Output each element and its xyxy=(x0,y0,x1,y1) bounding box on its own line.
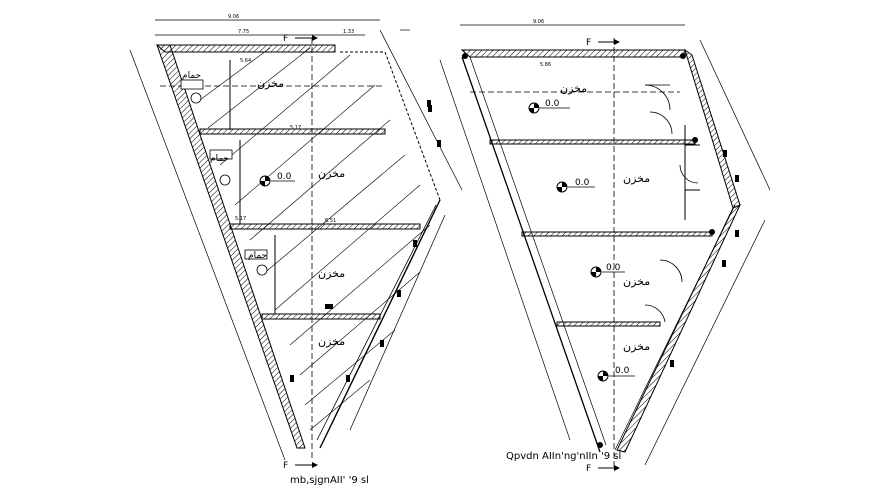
level-marker-icon xyxy=(597,370,609,382)
left-bath-label-1: حمام xyxy=(182,71,201,81)
left-plan-dimension-ticks xyxy=(290,105,441,382)
left-bath-label-2: حمام xyxy=(210,154,229,164)
left-dim-top-b: 1.33 xyxy=(343,29,354,35)
level-marker-icon xyxy=(590,266,602,278)
left-dim-top-total: 9.06 xyxy=(228,14,239,20)
right-room-label-3: مخزن xyxy=(623,275,650,288)
right-level-value-4: 0.0 xyxy=(615,366,630,376)
right-plan-walls xyxy=(460,48,742,453)
left-room-label-3: مخزن xyxy=(318,267,345,280)
left-dim-inner-a: 5.64 xyxy=(240,58,251,64)
sink-icon xyxy=(180,79,204,90)
left-plan-section-marker-bottom: F xyxy=(283,461,318,471)
left-room-label-4: مخزن xyxy=(318,335,345,348)
right-section-label-bottom: F xyxy=(586,464,591,474)
door-swing-icon xyxy=(644,304,666,323)
right-room-label-2: مخزن xyxy=(623,172,650,185)
left-plan-dimensions xyxy=(129,19,463,461)
right-room-label-1: مخزن xyxy=(560,82,587,95)
right-plan-wall-junctions xyxy=(462,53,715,448)
toilet-icon xyxy=(256,264,268,276)
level-marker-icon xyxy=(528,102,540,114)
left-section-label-bottom: F xyxy=(283,461,288,471)
right-plan-section-marker-bottom: F xyxy=(586,464,620,474)
right-plan-caption: Qpvdn AIIn'ng'nIIn '9 sl xyxy=(506,451,621,462)
level-marker-icon xyxy=(556,181,568,193)
door-swing-icon xyxy=(679,164,699,184)
left-plan-partitions xyxy=(199,60,421,320)
door-swing-icon xyxy=(659,259,683,283)
right-plan-dimension-ticks xyxy=(427,100,739,367)
left-plan-caption: mb,sjgnAII' '9 sl xyxy=(290,475,369,486)
left-plan-walls xyxy=(155,44,441,449)
left-plan-bath-fixtures xyxy=(180,79,268,276)
right-plan-dimensions xyxy=(439,24,771,466)
door-swing-icon xyxy=(644,84,671,111)
left-room-label-1: مخزن xyxy=(257,77,284,90)
left-dim-inner-b: 5.17 xyxy=(290,125,301,131)
left-floor-plan: F F 9.06 7.75 1.33 5.64 5.17 5.17 6.51 xyxy=(129,14,463,486)
left-dim-inner-c: 5.17 xyxy=(235,216,246,222)
left-bath-label-3: حمام xyxy=(248,251,267,261)
level-marker-icon xyxy=(259,175,271,187)
toilet-icon xyxy=(219,174,231,186)
right-level-value-2: 0.0 xyxy=(575,178,590,188)
right-room-label-4: مخزن xyxy=(623,340,650,353)
left-dim-inner-d: 6.51 xyxy=(325,218,336,224)
right-plan-section-marker-top: F xyxy=(586,38,620,48)
sink-icon xyxy=(209,149,233,160)
right-floor-plan: F F 9.06 5.86 xyxy=(427,19,771,474)
right-dim-inner-a: 5.86 xyxy=(540,62,551,68)
left-room-label-2: مخزن xyxy=(318,167,345,180)
left-level-value: 0.0 xyxy=(277,172,292,182)
right-level-value-1: 0.0 xyxy=(545,99,560,109)
right-plan-partitions xyxy=(489,125,713,327)
toilet-icon xyxy=(190,92,202,104)
right-section-label-top: F xyxy=(586,38,591,48)
sink-icon xyxy=(244,249,268,260)
door-swing-icon xyxy=(649,111,673,135)
left-section-label-top: F xyxy=(283,34,288,44)
left-dim-top-a: 7.75 xyxy=(238,29,249,35)
right-level-value-3: 0.0 xyxy=(606,263,621,273)
right-dim-top-total: 9.06 xyxy=(533,19,544,25)
right-plan-doors xyxy=(644,84,699,323)
left-plan-section-marker-top: F xyxy=(283,34,318,44)
